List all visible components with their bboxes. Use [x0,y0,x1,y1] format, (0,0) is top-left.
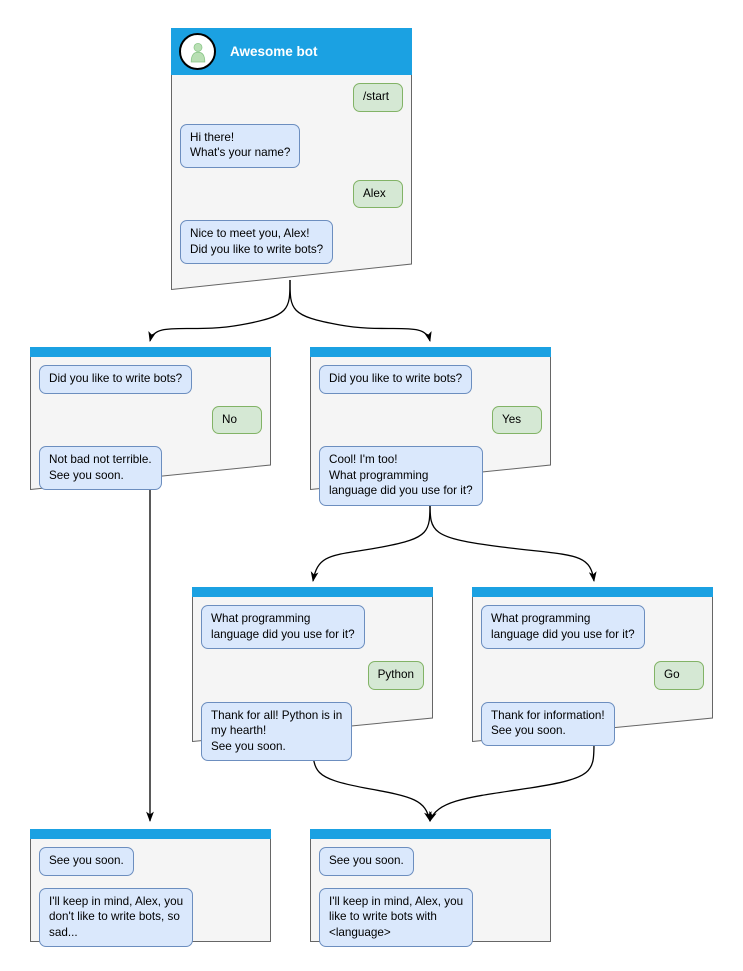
bot-message-bubble[interactable]: See you soon. [319,847,414,876]
chat-node-end-sad[interactable]: See you soon. I'll keep in mind, Alex, y… [30,829,271,947]
node-header [192,587,433,597]
node-header [310,829,551,839]
node-body-python-branch: What programming language did you use fo… [192,597,433,773]
bot-title: Awesome bot [230,44,318,59]
user-message-bubble[interactable]: No [212,405,262,434]
bot-message-bubble[interactable]: See you soon. [39,847,134,876]
message-row: I'll keep in mind, Alex, you like to wri… [319,887,542,947]
node-header [30,829,271,839]
message-row: Thank for all! Python is in my hearth! S… [201,701,424,761]
node-body-yes-branch: Did you like to write bots? Yes Cool! I'… [310,357,551,518]
bot-message-bubble[interactable]: Thank for all! Python is in my hearth! S… [201,701,353,761]
message-row: I'll keep in mind, Alex, you don't like … [39,887,262,947]
node-header [310,347,551,357]
chat-node-python-branch[interactable]: What programming language did you use fo… [192,587,433,761]
message-row: Thank for information! See you soon. [481,701,704,746]
node-body-end-happy: See you soon. I'll keep in mind, Alex, y… [310,839,551,959]
message-row: See you soon. [319,847,542,876]
message-row: Python [201,661,424,690]
bot-message-bubble[interactable]: Did you like to write bots? [319,365,473,394]
bot-message-bubble[interactable]: Nice to meet you, Alex! Did you like to … [180,220,334,264]
bot-message-bubble[interactable]: Thank for information! See you soon. [481,701,615,746]
message-row: What programming language did you use fo… [201,605,424,649]
message-row: What programming language did you use fo… [481,605,704,649]
bot-message-bubble[interactable]: Did you like to write bots? [39,365,193,394]
message-row: Go [481,661,704,690]
node-header [30,347,271,357]
message-row: /start [180,83,403,112]
message-row: Yes [319,405,542,434]
node-body-end-sad: See you soon. I'll keep in mind, Alex, y… [30,839,271,959]
chat-node-go-branch[interactable]: What programming language did you use fo… [472,587,713,746]
person-avatar-icon [179,33,216,70]
user-message-bubble[interactable]: Alex [353,179,403,208]
message-row: Hi there! What's your name? [180,123,403,168]
message-row: No [39,405,262,434]
node-body-go-branch: What programming language did you use fo… [472,597,713,758]
message-row: Did you like to write bots? [39,365,262,394]
chat-node-end-happy[interactable]: See you soon. I'll keep in mind, Alex, y… [310,829,551,947]
bot-message-bubble[interactable]: What programming language did you use fo… [201,605,365,649]
bot-message-bubble[interactable]: I'll keep in mind, Alex, you like to wri… [319,887,474,947]
message-row: See you soon. [39,847,262,876]
user-message-bubble[interactable]: Go [654,661,704,690]
message-row: Cool! I'm too! What programming language… [319,446,542,506]
message-row: Alex [180,179,403,208]
chat-node-root[interactable]: Awesome bot /start Hi there! What's your… [171,28,412,290]
chat-node-no-branch[interactable]: Did you like to write bots? No Not bad n… [30,347,271,490]
user-message-bubble[interactable]: /start [353,83,403,112]
node-body-root: /start Hi there! What's your name? Alex … [171,75,412,276]
message-row: Did you like to write bots? [319,365,542,394]
message-row: Nice to meet you, Alex! Did you like to … [180,220,403,264]
user-message-bubble[interactable]: Yes [492,405,542,434]
bot-message-bubble[interactable]: Not bad not terrible. See you soon. [39,446,162,490]
bot-message-bubble[interactable]: Cool! I'm too! What programming language… [319,446,483,506]
node-header-root: Awesome bot [171,28,412,75]
node-header [472,587,713,597]
chat-node-yes-branch[interactable]: Did you like to write bots? Yes Cool! I'… [310,347,551,506]
message-row: Not bad not terrible. See you soon. [39,446,262,490]
bot-message-bubble[interactable]: Hi there! What's your name? [180,123,301,168]
node-body-no-branch: Did you like to write bots? No Not bad n… [30,357,271,502]
bot-message-bubble[interactable]: What programming language did you use fo… [481,605,645,649]
bot-message-bubble[interactable]: I'll keep in mind, Alex, you don't like … [39,887,194,947]
user-message-bubble[interactable]: Python [367,661,424,690]
